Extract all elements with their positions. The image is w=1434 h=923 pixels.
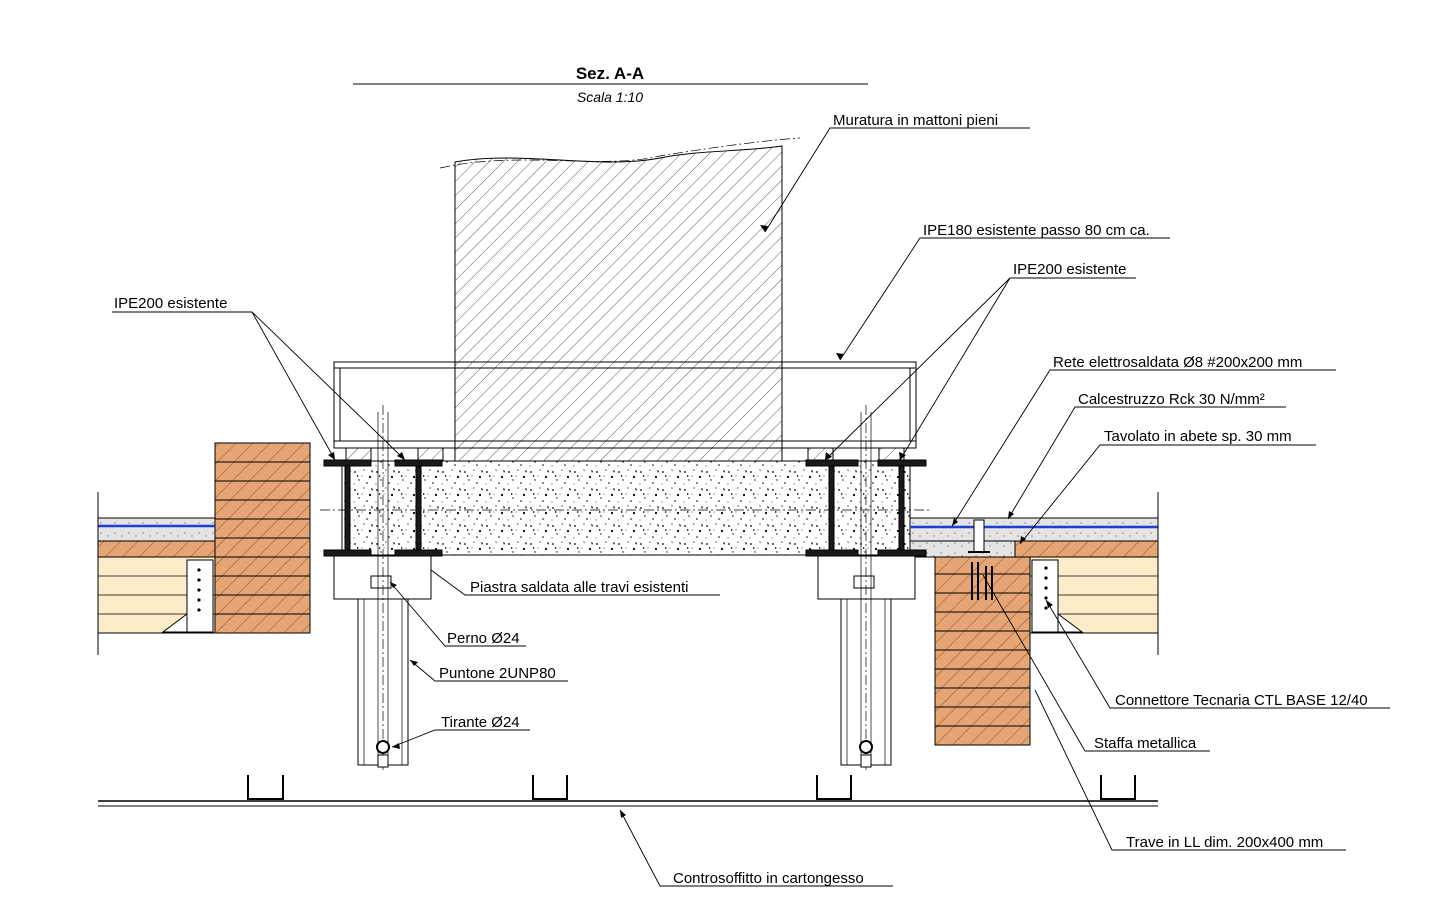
- pin-head-right: [853, 575, 875, 589]
- leader-lines: [112, 127, 1390, 887]
- label-piastra: Piastra saldata alle travi esistenti: [470, 579, 688, 596]
- ipe180-beams: [333, 361, 917, 449]
- label-calcestruzzo: Calcestruzzo Rck 30 N/mm²: [1078, 391, 1265, 408]
- drawing-scale: Scala 1:10: [577, 89, 643, 105]
- wood-beam-left-layers: [215, 461, 310, 615]
- label-trave: Trave in LL dim. 200x400 mm: [1126, 834, 1323, 851]
- leader-arrows: [328, 225, 1053, 818]
- concrete-block: [341, 460, 911, 556]
- label-controsoffitto: Controsoffitto in cartongesso: [673, 870, 864, 887]
- false-ceiling: [98, 775, 1158, 807]
- label-ipe180: IPE180 esistente passo 80 cm ca.: [923, 222, 1150, 239]
- label-perno: Perno Ø24: [447, 630, 520, 647]
- label-rete: Rete elettrosaldata Ø8 #200x200 mm: [1053, 354, 1302, 371]
- staffa-right: [971, 562, 993, 600]
- label-tirante: Tirante Ø24: [441, 714, 520, 731]
- label-muratura: Muratura in mattoni pieni: [833, 112, 998, 129]
- label-tavolato: Tavolato in abete sp. 30 mm: [1104, 428, 1292, 445]
- tie-rod-right: [859, 405, 873, 770]
- bracket-right: [1031, 559, 1084, 633]
- plate-right: [817, 555, 916, 600]
- label-ipe200-left: IPE200 esistente: [114, 295, 227, 312]
- masonry-wall: [439, 137, 801, 462]
- pin-head-left: [370, 575, 392, 589]
- label-puntone: Puntone 2UNP80: [439, 665, 556, 682]
- tie-rod-left: [376, 405, 390, 770]
- label-ipe200-right: IPE200 esistente: [1013, 261, 1126, 278]
- drawing-title: Sez. A-A: [576, 64, 644, 83]
- bracket-left: [161, 559, 214, 633]
- wood-beam-right-layers: [935, 573, 1030, 727]
- label-staffa: Staffa metallica: [1094, 735, 1197, 752]
- label-connettore: Connettore Tecnaria CTL BASE 12/40: [1115, 692, 1368, 709]
